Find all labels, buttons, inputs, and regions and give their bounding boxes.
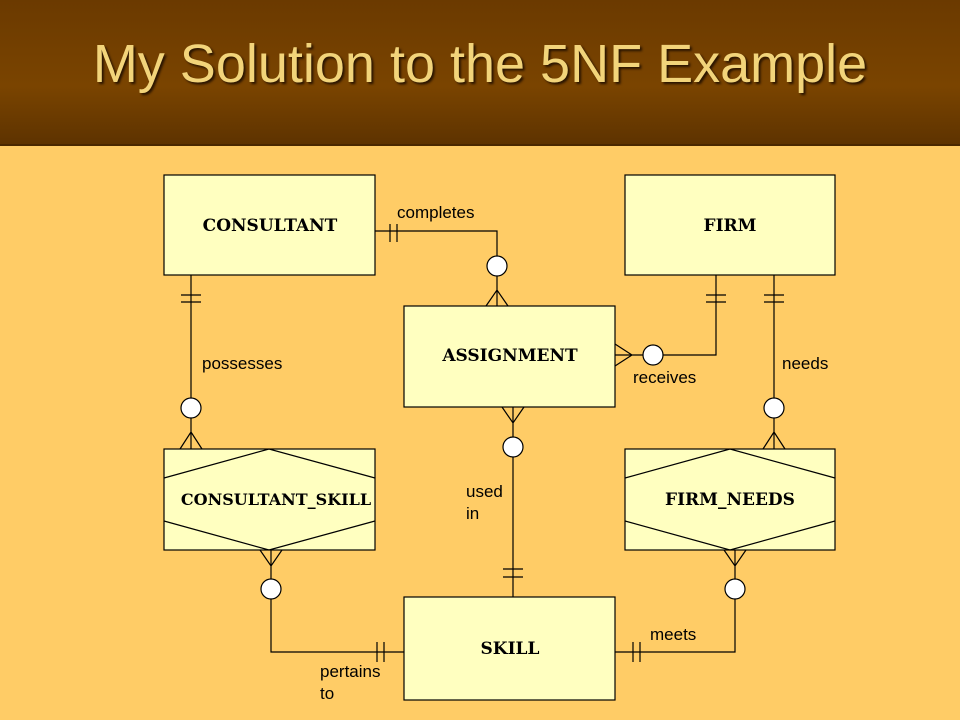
entity-firm[interactable]: FIRM xyxy=(624,174,836,276)
relationship-pertains-to-label-line2: to xyxy=(320,684,334,703)
entity-consultant-label: CONSULTANT xyxy=(203,216,338,236)
entity-consultant-skill-label: CONSULTANT_SKILL xyxy=(181,490,371,509)
entity-firm-needs[interactable]: FIRM_NEEDS xyxy=(624,448,836,551)
relationship-used-in-label-line1: used xyxy=(466,482,503,501)
relationship-completes-label: completes xyxy=(397,203,474,222)
entity-skill-label: SKILL xyxy=(481,639,540,659)
relationship-completes: completes xyxy=(375,203,509,307)
relationship-used-in: used in xyxy=(466,406,525,597)
entity-consultant[interactable]: CONSULTANT xyxy=(163,174,376,276)
entity-firm-label: FIRM xyxy=(704,216,757,236)
relationship-meets: meets xyxy=(615,549,747,662)
slide-header: My Solution to the 5NF Example xyxy=(0,0,960,146)
relationship-pertains-to-label-line1: pertains xyxy=(320,662,380,681)
entity-skill[interactable]: SKILL xyxy=(403,596,616,701)
relationship-needs-label: needs xyxy=(782,354,828,373)
entity-assignment-label: ASSIGNMENT xyxy=(441,346,578,366)
entity-consultant-skill[interactable]: CONSULTANT_SKILL xyxy=(163,448,376,551)
relationship-needs: needs xyxy=(762,275,828,450)
relationship-used-in-label-line2: in xyxy=(466,504,479,523)
slide-title: My Solution to the 5NF Example xyxy=(92,34,868,94)
relationship-meets-label: meets xyxy=(650,625,696,644)
relationship-possesses: possesses xyxy=(179,275,282,450)
entity-assignment[interactable]: ASSIGNMENT xyxy=(403,305,616,408)
relationship-receives: receives xyxy=(614,275,726,387)
relationship-possesses-label: possesses xyxy=(202,354,282,373)
relationship-pertains-to: pertains to xyxy=(259,549,404,703)
relationship-receives-label: receives xyxy=(633,368,696,387)
entity-firm-needs-label: FIRM_NEEDS xyxy=(665,490,795,510)
